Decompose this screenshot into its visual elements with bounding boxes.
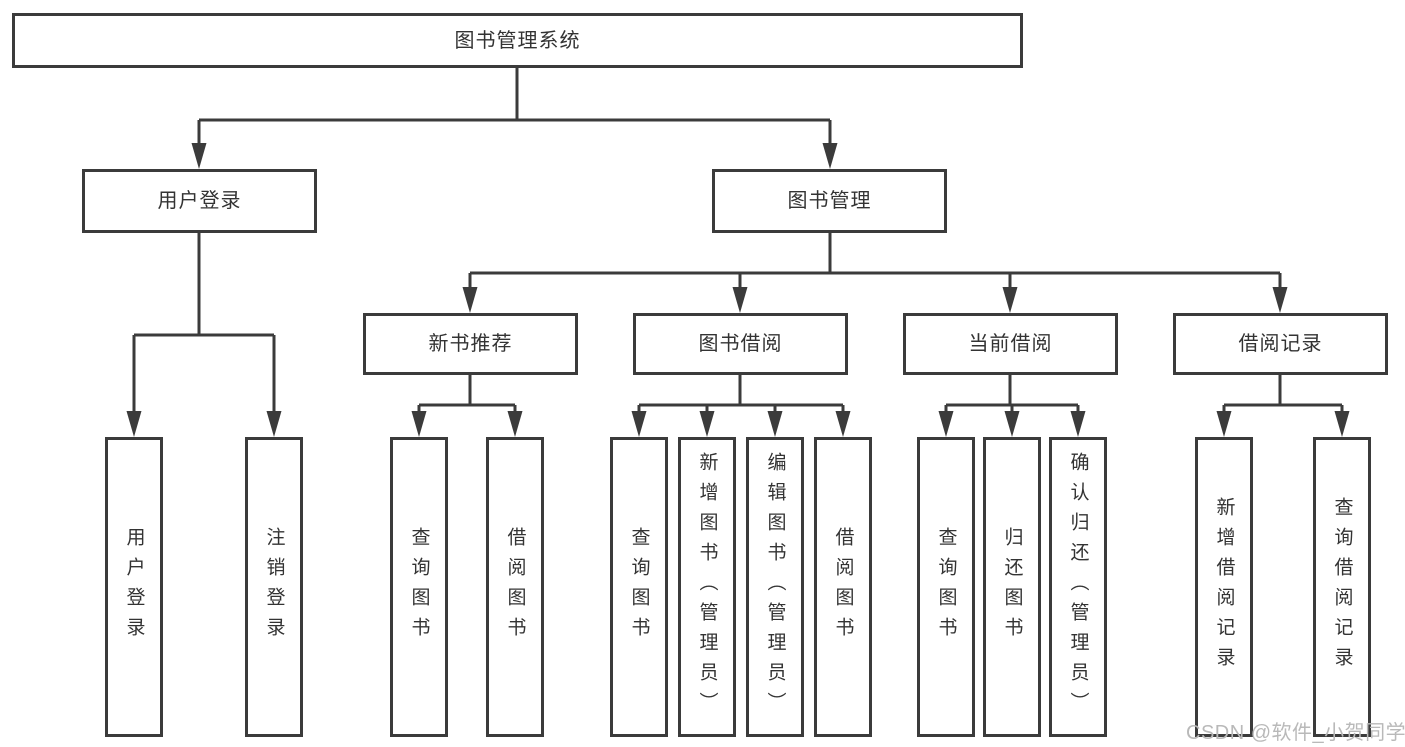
leaf-newbooks-borrow-books: 借阅图书 <box>486 437 544 737</box>
node-new-book-recommendation: 新书推荐 <box>363 313 578 375</box>
leaf-current-confirm-return-admin: 确认归还（管理员） <box>1049 437 1107 737</box>
leaf-label: 借阅图书 <box>832 527 854 647</box>
node-label: 图书管理系统 <box>454 29 581 52</box>
node-label: 新书推荐 <box>428 333 513 355</box>
node-user-login: 用户登录 <box>82 169 317 233</box>
leaf-newbooks-query-books: 查询图书 <box>390 437 448 737</box>
node-label: 借阅记录 <box>1238 333 1323 355</box>
leaf-current-return-books: 归还图书 <box>983 437 1041 737</box>
node-label: 用户登录 <box>157 190 242 212</box>
arrowheads <box>126 143 1350 437</box>
leaf-user-login: 用户登录 <box>105 437 163 737</box>
leaf-logout: 注销登录 <box>245 437 303 737</box>
node-library-management-system: 图书管理系统 <box>12 13 1023 68</box>
leaf-borrow-query-books: 查询图书 <box>610 437 668 737</box>
leaf-label: 用户登录 <box>123 527 145 647</box>
leaf-label: 新增借阅记录 <box>1213 497 1235 677</box>
watermark: CSDN @软件_小贺同学 <box>1186 722 1405 744</box>
leaf-label: 新增图书（管理员） <box>696 452 718 722</box>
leaf-label: 注销登录 <box>263 527 285 647</box>
leaf-records-query-borrow-record: 查询借阅记录 <box>1313 437 1371 737</box>
node-book-borrowing: 图书借阅 <box>633 313 848 375</box>
node-book-management: 图书管理 <box>712 169 947 233</box>
leaf-label: 归还图书 <box>1001 527 1023 647</box>
leaf-label: 查询借阅记录 <box>1331 497 1353 677</box>
node-label: 当前借阅 <box>968 333 1053 355</box>
leaf-label: 查询图书 <box>628 527 650 647</box>
leaf-label: 查询图书 <box>935 527 957 647</box>
leaf-label: 查询图书 <box>408 527 430 647</box>
leaf-label: 借阅图书 <box>504 527 526 647</box>
node-borrowing-records: 借阅记录 <box>1173 313 1388 375</box>
leaf-label: 确认归还（管理员） <box>1067 452 1089 722</box>
node-label: 图书管理 <box>787 190 872 212</box>
leaf-borrow-add-books-admin: 新增图书（管理员） <box>678 437 736 737</box>
leaf-borrow-edit-books-admin: 编辑图书（管理员） <box>746 437 804 737</box>
node-label: 图书借阅 <box>698 333 783 355</box>
leaf-borrow-borrow-books: 借阅图书 <box>814 437 872 737</box>
node-current-borrowing: 当前借阅 <box>903 313 1118 375</box>
leaf-current-query-books: 查询图书 <box>917 437 975 737</box>
leaf-records-add-borrow-record: 新增借阅记录 <box>1195 437 1253 737</box>
leaf-label: 编辑图书（管理员） <box>764 452 786 722</box>
